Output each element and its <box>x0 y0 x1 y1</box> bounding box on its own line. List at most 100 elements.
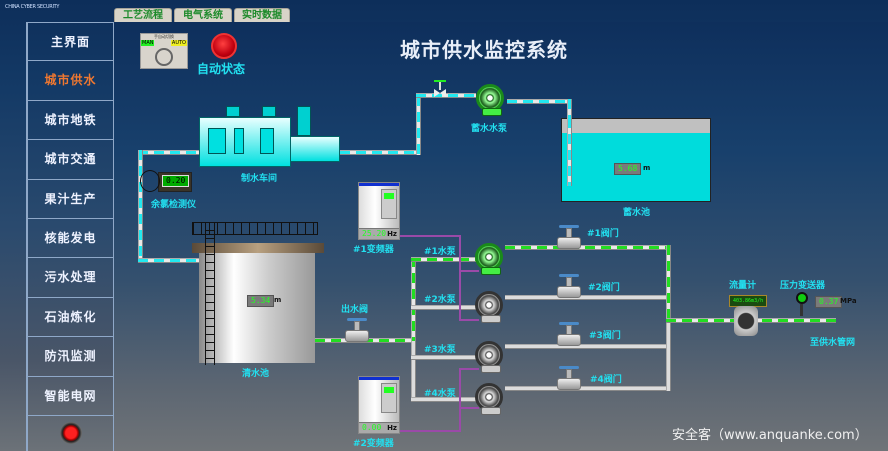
tab-electrical-system[interactable]: 电气系统 <box>174 8 232 22</box>
transmitter-stem <box>800 304 803 316</box>
pipe-segment <box>411 341 416 401</box>
valve-1[interactable] <box>557 225 581 251</box>
flow-meter-icon[interactable] <box>734 306 758 336</box>
auto-status-label: 自动状态 <box>197 62 246 76</box>
sidebar-item-metro[interactable]: 城市地铁 <box>27 100 114 141</box>
page-title: 城市供水监控系统 <box>400 38 568 62</box>
pipe-segment <box>666 245 671 321</box>
chlorine-value: 0.20 <box>162 175 190 187</box>
pump-2-label: #2水泵 <box>424 295 456 305</box>
pipe-segment <box>411 257 416 341</box>
valve-3-label: #3阀门 <box>589 331 621 341</box>
valve-1-label: #1阀门 <box>587 229 619 239</box>
sidebar-item-traffic[interactable]: 城市交通 <box>27 140 114 180</box>
sidebar-item-water-supply[interactable]: 城市供水 <box>27 61 114 101</box>
sidebar-item-home[interactable]: 主界面 <box>27 22 114 62</box>
pipe-segment <box>507 99 571 104</box>
tab-process-flow[interactable]: 工艺流程 <box>114 8 172 22</box>
pipe-segment <box>138 150 200 155</box>
brand-logo: CHINA CYBER SECURITY <box>5 4 60 10</box>
storage-pump-label: 蓄水水泵 <box>471 124 508 134</box>
pipe-segment <box>416 93 476 98</box>
pipe-segment <box>411 305 476 310</box>
pressure-transmitter-label: 压力变送器 <box>780 281 826 291</box>
pump-3[interactable] <box>475 341 505 373</box>
sidebar-item-sewage[interactable]: 污水处理 <box>27 258 114 298</box>
pressure-transmitter-icon[interactable] <box>796 292 808 304</box>
pipe-segment <box>505 344 670 349</box>
mode-man-label: MAN <box>141 40 155 46</box>
sidebar-item-flood[interactable]: 防汛监测 <box>27 337 114 377</box>
vfd-1-frequency: 25.20 <box>359 228 399 239</box>
auto-status-lamp <box>211 33 237 59</box>
control-wire <box>400 430 461 432</box>
sidebar-item-nuclear[interactable]: 核能发电 <box>27 218 114 259</box>
pump-3-label: #3水泵 <box>424 345 456 355</box>
control-wire <box>459 368 479 370</box>
pipe-segment <box>505 386 670 391</box>
emergency-stop-icon <box>59 422 82 445</box>
outlet-valve-label: 出水阀 <box>341 305 369 315</box>
pump-4[interactable] <box>475 383 505 415</box>
emergency-stop-button[interactable] <box>27 415 114 451</box>
tank-ladder <box>205 222 215 365</box>
workshop-building <box>199 117 291 167</box>
valve-4-label: #4阀门 <box>590 375 622 385</box>
valve-2[interactable] <box>557 274 581 300</box>
tank-railing <box>192 222 318 235</box>
clear-tank-level: 5.34 <box>247 295 275 307</box>
pipe-segment <box>138 258 200 263</box>
vfd-2-frequency: 0.00 <box>359 422 399 433</box>
workshop-annex <box>290 136 340 162</box>
pipe-segment <box>138 150 143 262</box>
valve-4[interactable] <box>557 366 581 392</box>
pressure-value: 0.37 <box>815 296 843 308</box>
outlet-valve[interactable] <box>345 318 369 344</box>
sidebar-item-oil[interactable]: 石油炼化 <box>27 297 114 338</box>
control-wire <box>459 270 479 272</box>
control-wire <box>400 235 461 237</box>
pump-impeller-icon <box>476 84 504 112</box>
vfd-2-unit: Hz <box>387 424 397 432</box>
sidebar-item-smart-grid[interactable]: 智能电网 <box>27 376 114 416</box>
vfd-screen-icon <box>384 387 394 393</box>
pipe-segment <box>340 150 420 155</box>
top-tabs: 工艺流程 电气系统 实时数据 <box>114 8 290 22</box>
pipe-segment <box>411 397 476 402</box>
workshop-vent <box>262 106 276 117</box>
control-wire <box>459 368 461 432</box>
pipe-segment <box>416 96 421 155</box>
knob-icon <box>155 48 173 66</box>
storage-pump[interactable] <box>476 84 506 116</box>
storage-tank <box>561 118 711 202</box>
valve-3[interactable] <box>557 322 581 348</box>
mode-switch[interactable]: 手自动切换 MAN AUTO <box>140 33 188 69</box>
pipe-segment <box>505 295 670 300</box>
sidebar-item-juice[interactable]: 果汁生产 <box>27 179 114 219</box>
clear-water-tank <box>199 253 315 363</box>
destination-label: 至供水管网 <box>810 338 856 348</box>
chlorine-label: 余氯检测仪 <box>151 200 197 210</box>
inlet-valve-icon[interactable] <box>434 80 446 97</box>
pump-impeller-icon <box>475 341 503 369</box>
pump-4-label: #4水泵 <box>424 389 456 399</box>
vfd-2-label: #2变频器 <box>353 439 394 449</box>
pump-1[interactable] <box>475 243 505 275</box>
vfd-1-label: #1变频器 <box>353 245 394 255</box>
control-wire <box>459 319 479 321</box>
pressure-unit: MPa <box>840 297 857 305</box>
control-wire <box>459 407 479 409</box>
chlorine-analyzer[interactable]: 0.20 <box>158 172 192 192</box>
control-wire <box>459 235 461 321</box>
pipe-segment <box>411 355 476 360</box>
storage-tank-level: 5.68 <box>614 163 642 175</box>
pump-2[interactable] <box>475 291 505 323</box>
workshop-label: 制水车间 <box>241 174 278 184</box>
workshop-vent <box>297 106 311 136</box>
mode-switch-title: 手自动切换 <box>154 34 174 39</box>
valve-2-label: #2阀门 <box>588 283 620 293</box>
tab-realtime-data[interactable]: 实时数据 <box>234 8 290 22</box>
clear-tank-label: 清水池 <box>242 369 270 379</box>
